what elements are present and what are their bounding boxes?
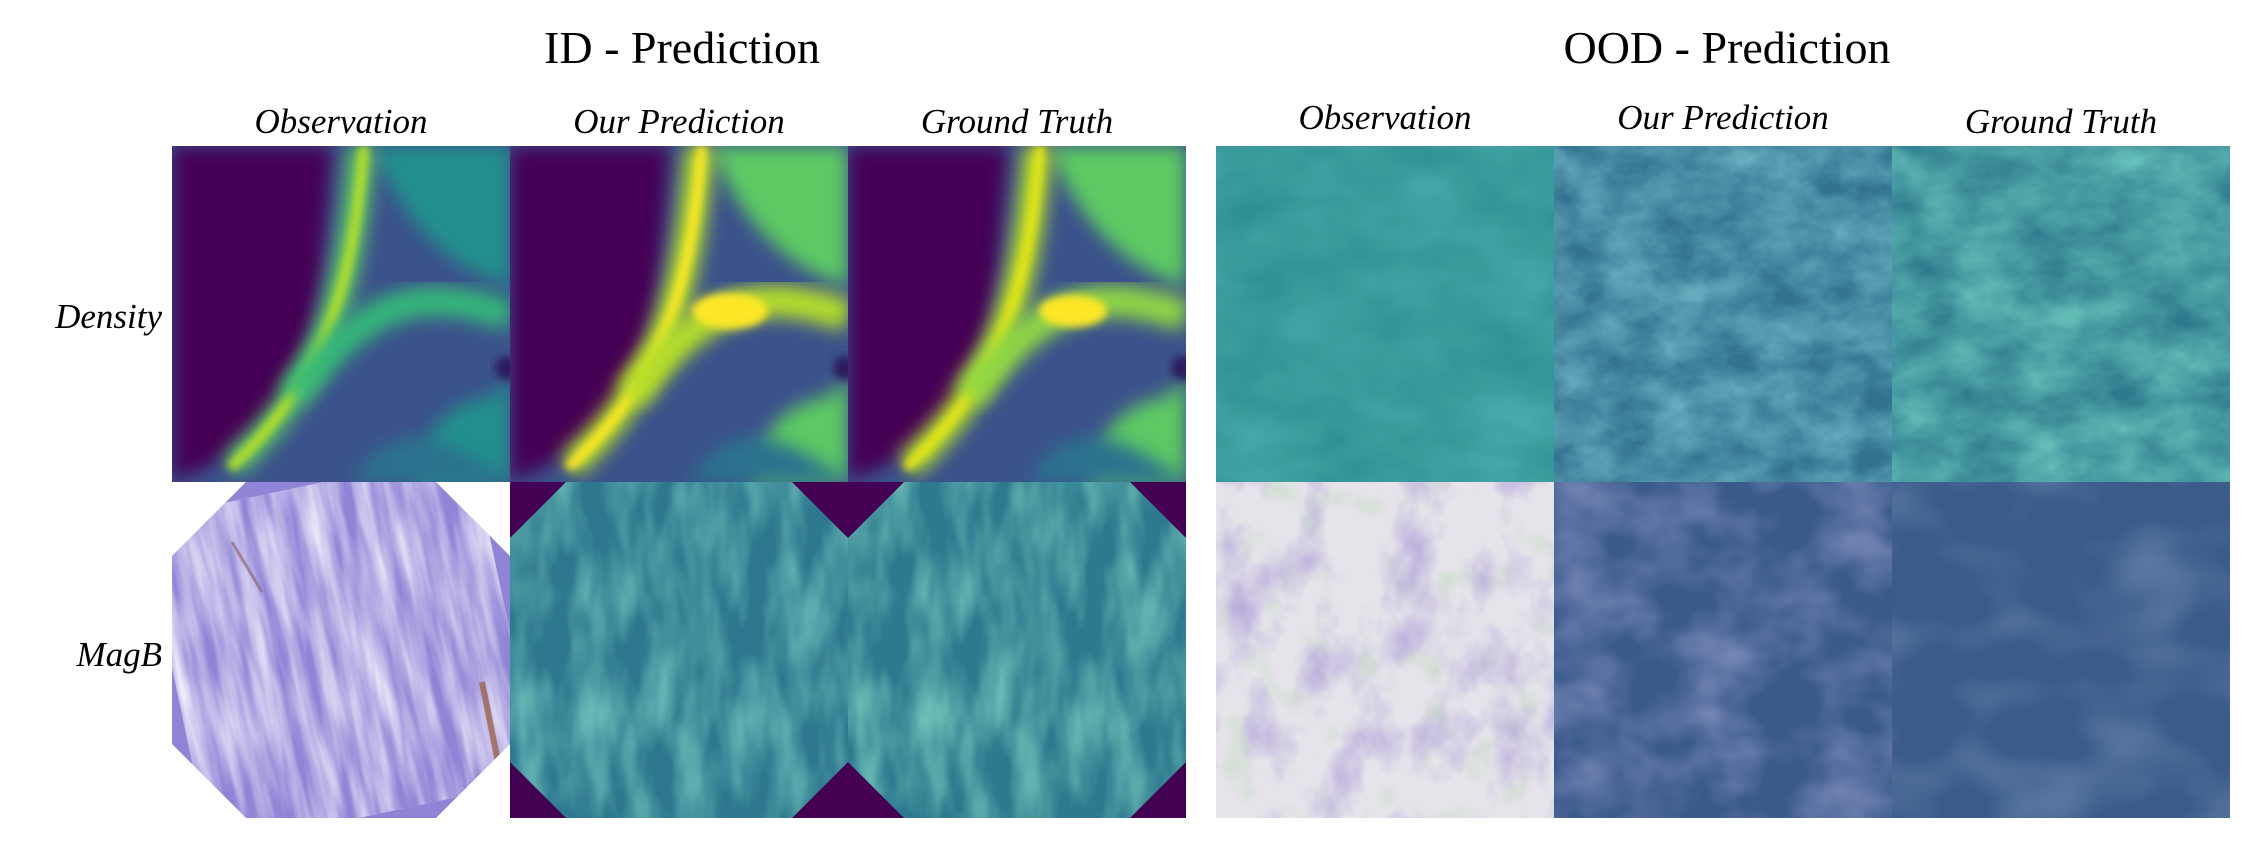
ood-observation-magb-image: [1216, 482, 1554, 818]
id-our-prediction-density-image: [510, 146, 848, 482]
id-ground-truth-magb-image: [848, 482, 1186, 818]
ood-col-observation: Observation: [1298, 98, 1472, 137]
row-label-density: Density: [55, 297, 162, 336]
ood-col-ground-truth: Ground Truth: [1964, 102, 2158, 141]
id-ground-truth-density-image: [848, 146, 1186, 482]
id-observation-magb-image: [172, 482, 510, 818]
id-observation-density-image: [172, 146, 510, 482]
id-col-our-prediction: Our Prediction: [573, 102, 785, 141]
ood-ground-truth-density-image: [1892, 146, 2230, 482]
ood-col-our-prediction: Our Prediction: [1617, 98, 1829, 137]
row-label-magb: MagB: [76, 635, 162, 674]
id-col-observation: Observation: [254, 102, 428, 141]
ood-prediction-title: OOD - Prediction: [1563, 22, 1891, 73]
ood-our-prediction-magb-image: [1554, 482, 1892, 818]
ood-our-prediction-density-image: [1554, 146, 1892, 482]
id-our-prediction-magb-image: [510, 482, 848, 818]
ood-ground-truth-magb-image: [1892, 482, 2230, 818]
id-prediction-title: ID - Prediction: [544, 22, 820, 73]
ood-observation-density-image: [1216, 146, 1554, 482]
id-col-ground-truth: Ground Truth: [920, 102, 1114, 141]
